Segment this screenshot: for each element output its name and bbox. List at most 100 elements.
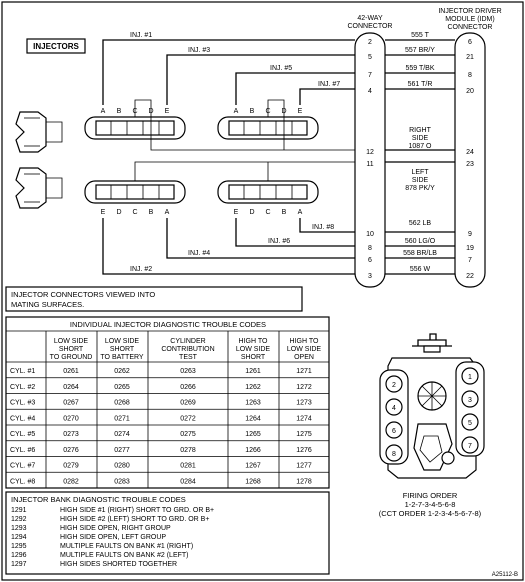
- svg-text:LOW SIDE: LOW SIDE: [236, 346, 271, 353]
- injector-connector-top-left: [84, 116, 186, 140]
- svg-text:21: 21: [466, 54, 474, 61]
- bank-code-desc: HIGH SIDE #2 (LEFT) SHORT TO GRD. OR B+: [60, 516, 209, 523]
- bank-code-desc: HIGH SIDE OPEN, LEFT GROUP: [60, 534, 166, 541]
- svg-text:4: 4: [368, 88, 372, 95]
- left-side-circuit: 11 23 LEFT SIDE 878 PK/Y: [366, 161, 474, 192]
- dtc-cell: 1262: [245, 384, 261, 391]
- right-side-circuit: RIGHT SIDE 1087 O 12 24: [366, 127, 474, 156]
- dtc-cell: 0263: [180, 368, 196, 375]
- dtc-cell: 0264: [63, 384, 79, 391]
- dtc-row-cyl: CYL. #2: [10, 384, 35, 391]
- svg-text:557 BR/Y: 557 BR/Y: [405, 47, 435, 54]
- svg-text:SHORT: SHORT: [241, 354, 266, 361]
- svg-text:E: E: [234, 209, 239, 216]
- wires-top: INJ. #1 INJ. #3 INJ. #5 INJ. #7: [102, 32, 355, 151]
- dtc-cell: 0262: [114, 368, 130, 375]
- idm-connector: [454, 32, 486, 288]
- note-line-2: MATING SURFACES.: [11, 300, 84, 309]
- svg-text:5: 5: [368, 54, 372, 61]
- bank-code-desc: MULTIPLE FAULTS ON BANK #2 (LEFT): [60, 552, 189, 559]
- bank-code: 1292: [11, 516, 27, 523]
- svg-text:TO BATTERY: TO BATTERY: [100, 354, 144, 361]
- svg-text:LEFT: LEFT: [411, 169, 429, 176]
- dtc-cell: 1267: [245, 463, 261, 470]
- inj5-label: INJ. #5: [270, 65, 292, 72]
- dtc-cell: 0269: [180, 400, 196, 407]
- dtc-cell: 0268: [114, 400, 130, 407]
- dtc-cell: 1277: [296, 463, 312, 470]
- firing-order: FIRING ORDER 1-2-7-3-4-5-6-8 (CCT ORDER …: [379, 491, 482, 518]
- bank-code-desc: HIGH SIDE OPEN, RIGHT GROUP: [60, 525, 171, 532]
- dtc-cell: 0261: [63, 368, 79, 375]
- svg-text:LOW SIDE: LOW SIDE: [54, 338, 89, 345]
- svg-text:12: 12: [366, 149, 374, 156]
- bottom-left-letters: E D C B A: [101, 209, 170, 216]
- dtc-cell: 0278: [180, 447, 196, 454]
- left-injector-plug-icon-bottom: [15, 167, 63, 209]
- svg-text:8: 8: [468, 72, 472, 79]
- svg-text:E: E: [165, 108, 170, 115]
- note-box: [5, 286, 303, 312]
- svg-text:B: B: [250, 108, 255, 115]
- cylinder-circle: [461, 367, 479, 385]
- dtc-cell: 1273: [296, 400, 312, 407]
- svg-text:560 LG/O: 560 LG/O: [405, 238, 436, 245]
- dtc-cell: 1272: [296, 384, 312, 391]
- figure-id: A25112-B: [492, 572, 518, 578]
- bank-code: 1291: [11, 507, 27, 514]
- dtc-headers: LOW SIDE SHORT TO GROUND LOW SIDE SHORT …: [50, 338, 322, 361]
- svg-text:19: 19: [466, 245, 474, 252]
- wires-bottom-circuits: 10 562 LB 9 8 560 LG/O 19 6 558 BR/LB 7 …: [366, 220, 474, 280]
- dtc-row-cyl: CYL. #4: [10, 415, 35, 422]
- injector-connector-bottom-left: [84, 180, 186, 204]
- bank-codes-title: INJECTOR BANK DIAGNOSTIC TROUBLE CODES: [11, 495, 186, 504]
- svg-text:878 PK/Y: 878 PK/Y: [405, 185, 435, 192]
- cylinder-number: 7: [468, 443, 472, 450]
- dtc-cell: 0282: [63, 478, 79, 485]
- svg-text:2: 2: [368, 39, 372, 46]
- svg-text:B: B: [282, 209, 287, 216]
- svg-text:FIRING ORDER: FIRING ORDER: [403, 491, 458, 500]
- inj6-label: INJ. #6: [268, 238, 290, 245]
- svg-text:A: A: [101, 108, 106, 115]
- svg-text:8: 8: [368, 245, 372, 252]
- svg-text:558 BR/LB: 558 BR/LB: [403, 250, 437, 257]
- dtc-row-cyl: CYL. #7: [10, 463, 35, 470]
- cylinder-circle: [461, 436, 479, 454]
- cylinder-circle: [461, 390, 479, 408]
- svg-text:CONTRIBUTION: CONTRIBUTION: [161, 346, 214, 353]
- note-line-1: INJECTOR CONNECTORS VIEWED INTO: [11, 290, 155, 299]
- svg-text:556 W: 556 W: [410, 266, 431, 273]
- idm-label-3: CONNECTOR: [448, 24, 493, 31]
- dtc-cell: 0275: [180, 431, 196, 438]
- svg-text:HIGH TO: HIGH TO: [239, 338, 268, 345]
- dtc-cell: 1266: [245, 447, 261, 454]
- dtc-cell: 0267: [63, 400, 79, 407]
- dtc-cell: 1274: [296, 415, 312, 422]
- dtc-table-title: INDIVIDUAL INJECTOR DIAGNOSTIC TROUBLE C…: [70, 320, 266, 329]
- bank-code: 1293: [11, 525, 27, 532]
- dtc-row-cyl: CYL. #3: [10, 400, 35, 407]
- svg-text:LOW SIDE: LOW SIDE: [287, 346, 322, 353]
- inj8-label: INJ. #8: [312, 224, 334, 231]
- svg-text:1087 O: 1087 O: [409, 143, 433, 150]
- svg-text:D: D: [249, 209, 254, 216]
- dtc-cell: 0272: [180, 415, 196, 422]
- svg-text:9: 9: [468, 231, 472, 238]
- dtc-cell: 1271: [296, 368, 312, 375]
- svg-text:E: E: [101, 209, 106, 216]
- svg-text:11: 11: [366, 161, 373, 168]
- svg-text:HIGH TO: HIGH TO: [290, 338, 319, 345]
- cylinder-number: 5: [468, 420, 472, 427]
- svg-text:10: 10: [366, 231, 374, 238]
- dtc-cell: 0277: [114, 447, 130, 454]
- dtc-table: INDIVIDUAL INJECTOR DIAGNOSTIC TROUBLE C…: [5, 316, 330, 489]
- bank-code-desc: HIGH SIDES SHORTED TOGETHER: [60, 561, 177, 568]
- dtc-cell: 1276: [296, 447, 312, 454]
- connector-42way: [354, 32, 386, 288]
- svg-text:23: 23: [466, 161, 474, 168]
- svg-text:A: A: [234, 108, 239, 115]
- dtc-row-cyl: CYL. #6: [10, 447, 35, 454]
